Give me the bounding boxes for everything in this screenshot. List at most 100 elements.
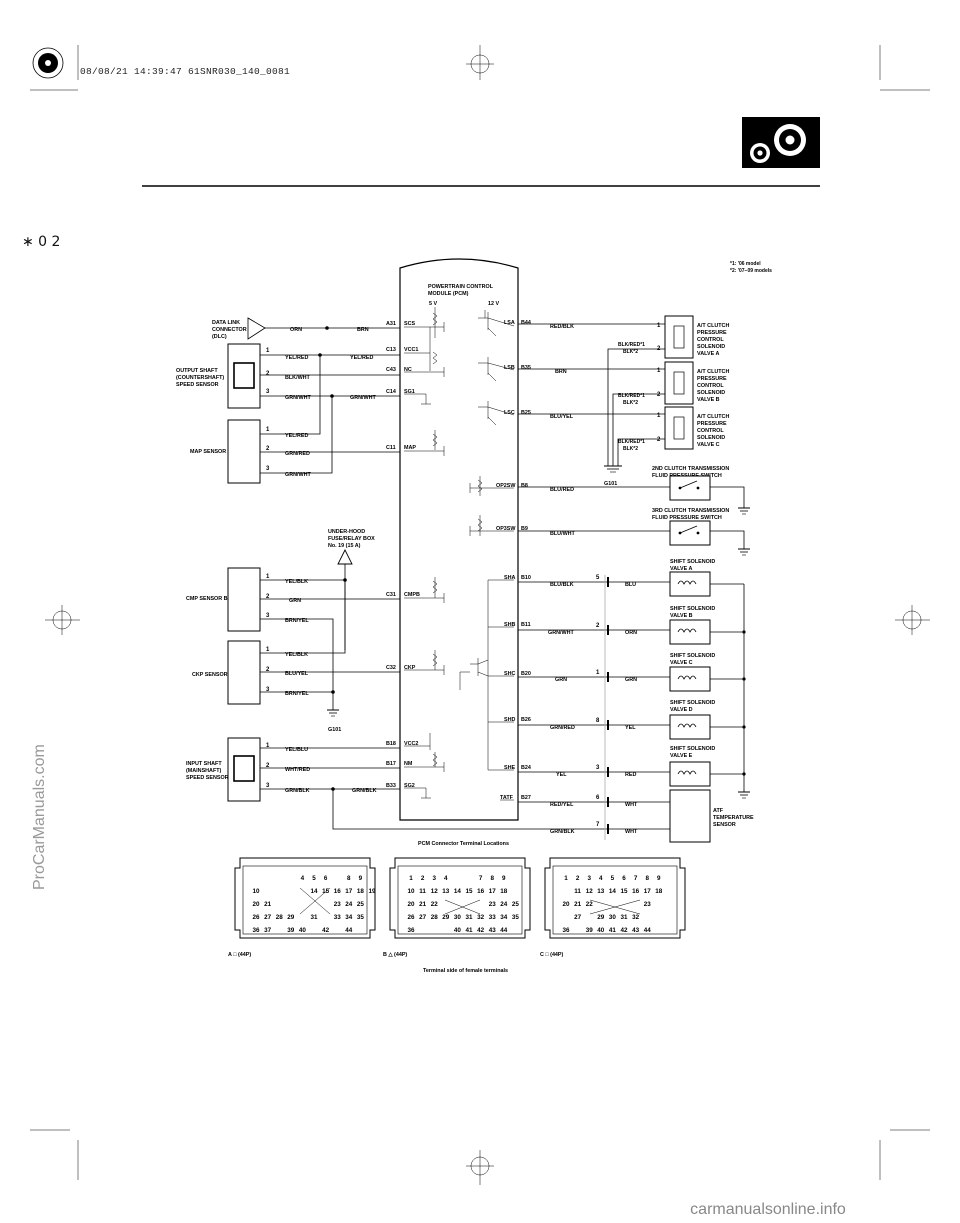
connector-c-cavity: 13 <box>597 888 605 895</box>
pin-number: 2 <box>266 594 270 600</box>
svg-text:2ND CLUTCH TRANSMISSION: 2ND CLUTCH TRANSMISSION <box>652 466 729 472</box>
connector-b-cavity: 30 <box>454 914 462 921</box>
output-shaft-speed-sensor: OUTPUT SHAFT (COUNTERSHAFT) SPEED SENSOR <box>176 343 261 409</box>
svg-text:SPEED SENSOR: SPEED SENSOR <box>186 775 229 781</box>
connector-a-cavity: 44 <box>345 927 353 934</box>
svg-text:B20: B20 <box>521 671 531 677</box>
wire-map-1 <box>260 355 321 435</box>
connector-b-cavity: 11 <box>419 888 426 895</box>
shift-solenoid-b: SHIFT SOLENOID VALVE B <box>669 606 715 645</box>
connector-c-cavity: 43 <box>632 927 640 934</box>
connector-b-cavity: 15 <box>465 888 473 895</box>
wire-cmp-3 <box>260 618 334 710</box>
wire-label: YEL/RED <box>285 355 308 361</box>
connector-b-cavity: 4 <box>444 875 448 882</box>
ground-label: G101 <box>328 727 341 733</box>
connector-c-cavity: 2 <box>576 875 580 882</box>
svg-text:3RD CLUTCH TRANSMISSION: 3RD CLUTCH TRANSMISSION <box>652 508 729 514</box>
connector-b-cavity: 8 <box>490 875 494 882</box>
wire-sw3-gnd <box>710 530 745 549</box>
connector-c-cavity: 40 <box>597 927 605 934</box>
connector-a-cavity: 17 <box>345 888 353 895</box>
svg-text:SPEED SENSOR: SPEED SENSOR <box>176 382 219 388</box>
svg-text:VCC1: VCC1 <box>404 347 418 353</box>
wire-label: WHT/RED <box>285 767 310 773</box>
pcm-title-2: MODULE (PCM) <box>428 291 469 297</box>
connector-b-cavity: 31 <box>465 914 473 921</box>
wire-label: BLK/RED*1 <box>618 342 645 348</box>
connector-a-cavity: 18 <box>357 888 365 895</box>
wire-label: GRN/WHT <box>548 630 574 636</box>
wire-label: BLU <box>625 582 636 588</box>
connector-c-cavity: 3 <box>587 875 591 882</box>
shift-solenoid-c: SHIFT SOLENOID VALVE C <box>669 653 715 692</box>
connector-b-cavity: 21 <box>419 901 427 908</box>
connector-a-cavity: 35 <box>357 914 365 921</box>
pcm-title-1: POWERTRAIN CONTROL <box>428 284 494 290</box>
ground-icon <box>738 507 750 515</box>
svg-text:SHIFT SOLENOID: SHIFT SOLENOID <box>670 746 715 752</box>
svg-text:B8: B8 <box>521 483 528 489</box>
connector-c-cavity: 29 <box>597 914 605 921</box>
svg-text:TATF: TATF <box>500 795 514 801</box>
connector-b-cavity: 41 <box>465 927 473 934</box>
input-shaft-speed-sensor: INPUT SHAFT (MAINSHAFT) SPEED SENSOR <box>186 737 261 802</box>
svg-text:VALVE B: VALVE B <box>670 613 693 619</box>
wire-sw2-gnd <box>710 486 745 508</box>
connector-b-cavity: 34 <box>500 914 508 921</box>
connector-c-cavity: 39 <box>586 927 594 934</box>
connector-a-label: A □ (44P) <box>228 952 251 958</box>
pin-number: 1 <box>266 348 270 354</box>
svg-text:CKP: CKP <box>404 665 416 671</box>
connector-c-cavity: 36 <box>562 927 570 934</box>
connector-title: PCM Connector Terminal Locations <box>418 841 509 847</box>
svg-text:TEMPERATURE: TEMPERATURE <box>713 815 754 821</box>
pin-number: 2 <box>657 346 661 352</box>
wire-sg2-return <box>332 789 605 830</box>
connector-c-cavity: 15 <box>620 888 628 895</box>
svg-text:PRESSURE: PRESSURE <box>697 376 727 382</box>
svg-text:UNDER-HOOD: UNDER-HOOD <box>328 529 365 535</box>
connector-b-cavity: 25 <box>512 901 520 908</box>
wire-label: BLK*2 <box>623 400 638 406</box>
pcm-5v: 5 V <box>429 301 437 307</box>
switch-2nd-clutch: 2ND CLUTCH TRANSMISSION FLUID PRESSURE S… <box>652 466 729 501</box>
wire-label: GRN/BLK <box>285 788 310 794</box>
svg-text:CMPB: CMPB <box>404 592 420 598</box>
svg-text:OP3SW: OP3SW <box>496 526 516 532</box>
wire-label: BLU/RED <box>550 487 574 493</box>
footer-watermark: carmanualsonline.info <box>690 1201 846 1218</box>
svg-text:SOLENOID: SOLENOID <box>697 344 725 350</box>
connector-b-cavity: 13 <box>442 888 450 895</box>
pin-number: 6 <box>596 795 600 801</box>
connector-a-cavity: 10 <box>252 888 260 895</box>
splice <box>325 326 329 330</box>
connector-a-cavity: 34 <box>345 914 353 921</box>
wire-label: BRN <box>555 369 567 375</box>
connector-c-cavity: 12 <box>586 888 594 895</box>
connector-b-cavity: 43 <box>489 927 497 934</box>
pin-number: 3 <box>596 765 600 771</box>
svg-text:SHE: SHE <box>504 765 515 771</box>
wire-label: YEL <box>625 725 636 731</box>
connector-c-cavity: 31 <box>620 914 628 921</box>
wire-label: GRN <box>625 677 637 683</box>
svg-text:SCS: SCS <box>404 321 415 327</box>
pin-number: 8 <box>596 718 600 724</box>
pin-number: 2 <box>266 371 270 377</box>
wire-valve-b-gnd <box>612 393 665 466</box>
svg-text:B25: B25 <box>521 410 531 416</box>
connector-c-cavity: 17 <box>644 888 652 895</box>
pin-number: 2 <box>266 763 270 769</box>
svg-text:MAP: MAP <box>404 445 416 451</box>
pin-number: 5 <box>596 575 600 581</box>
